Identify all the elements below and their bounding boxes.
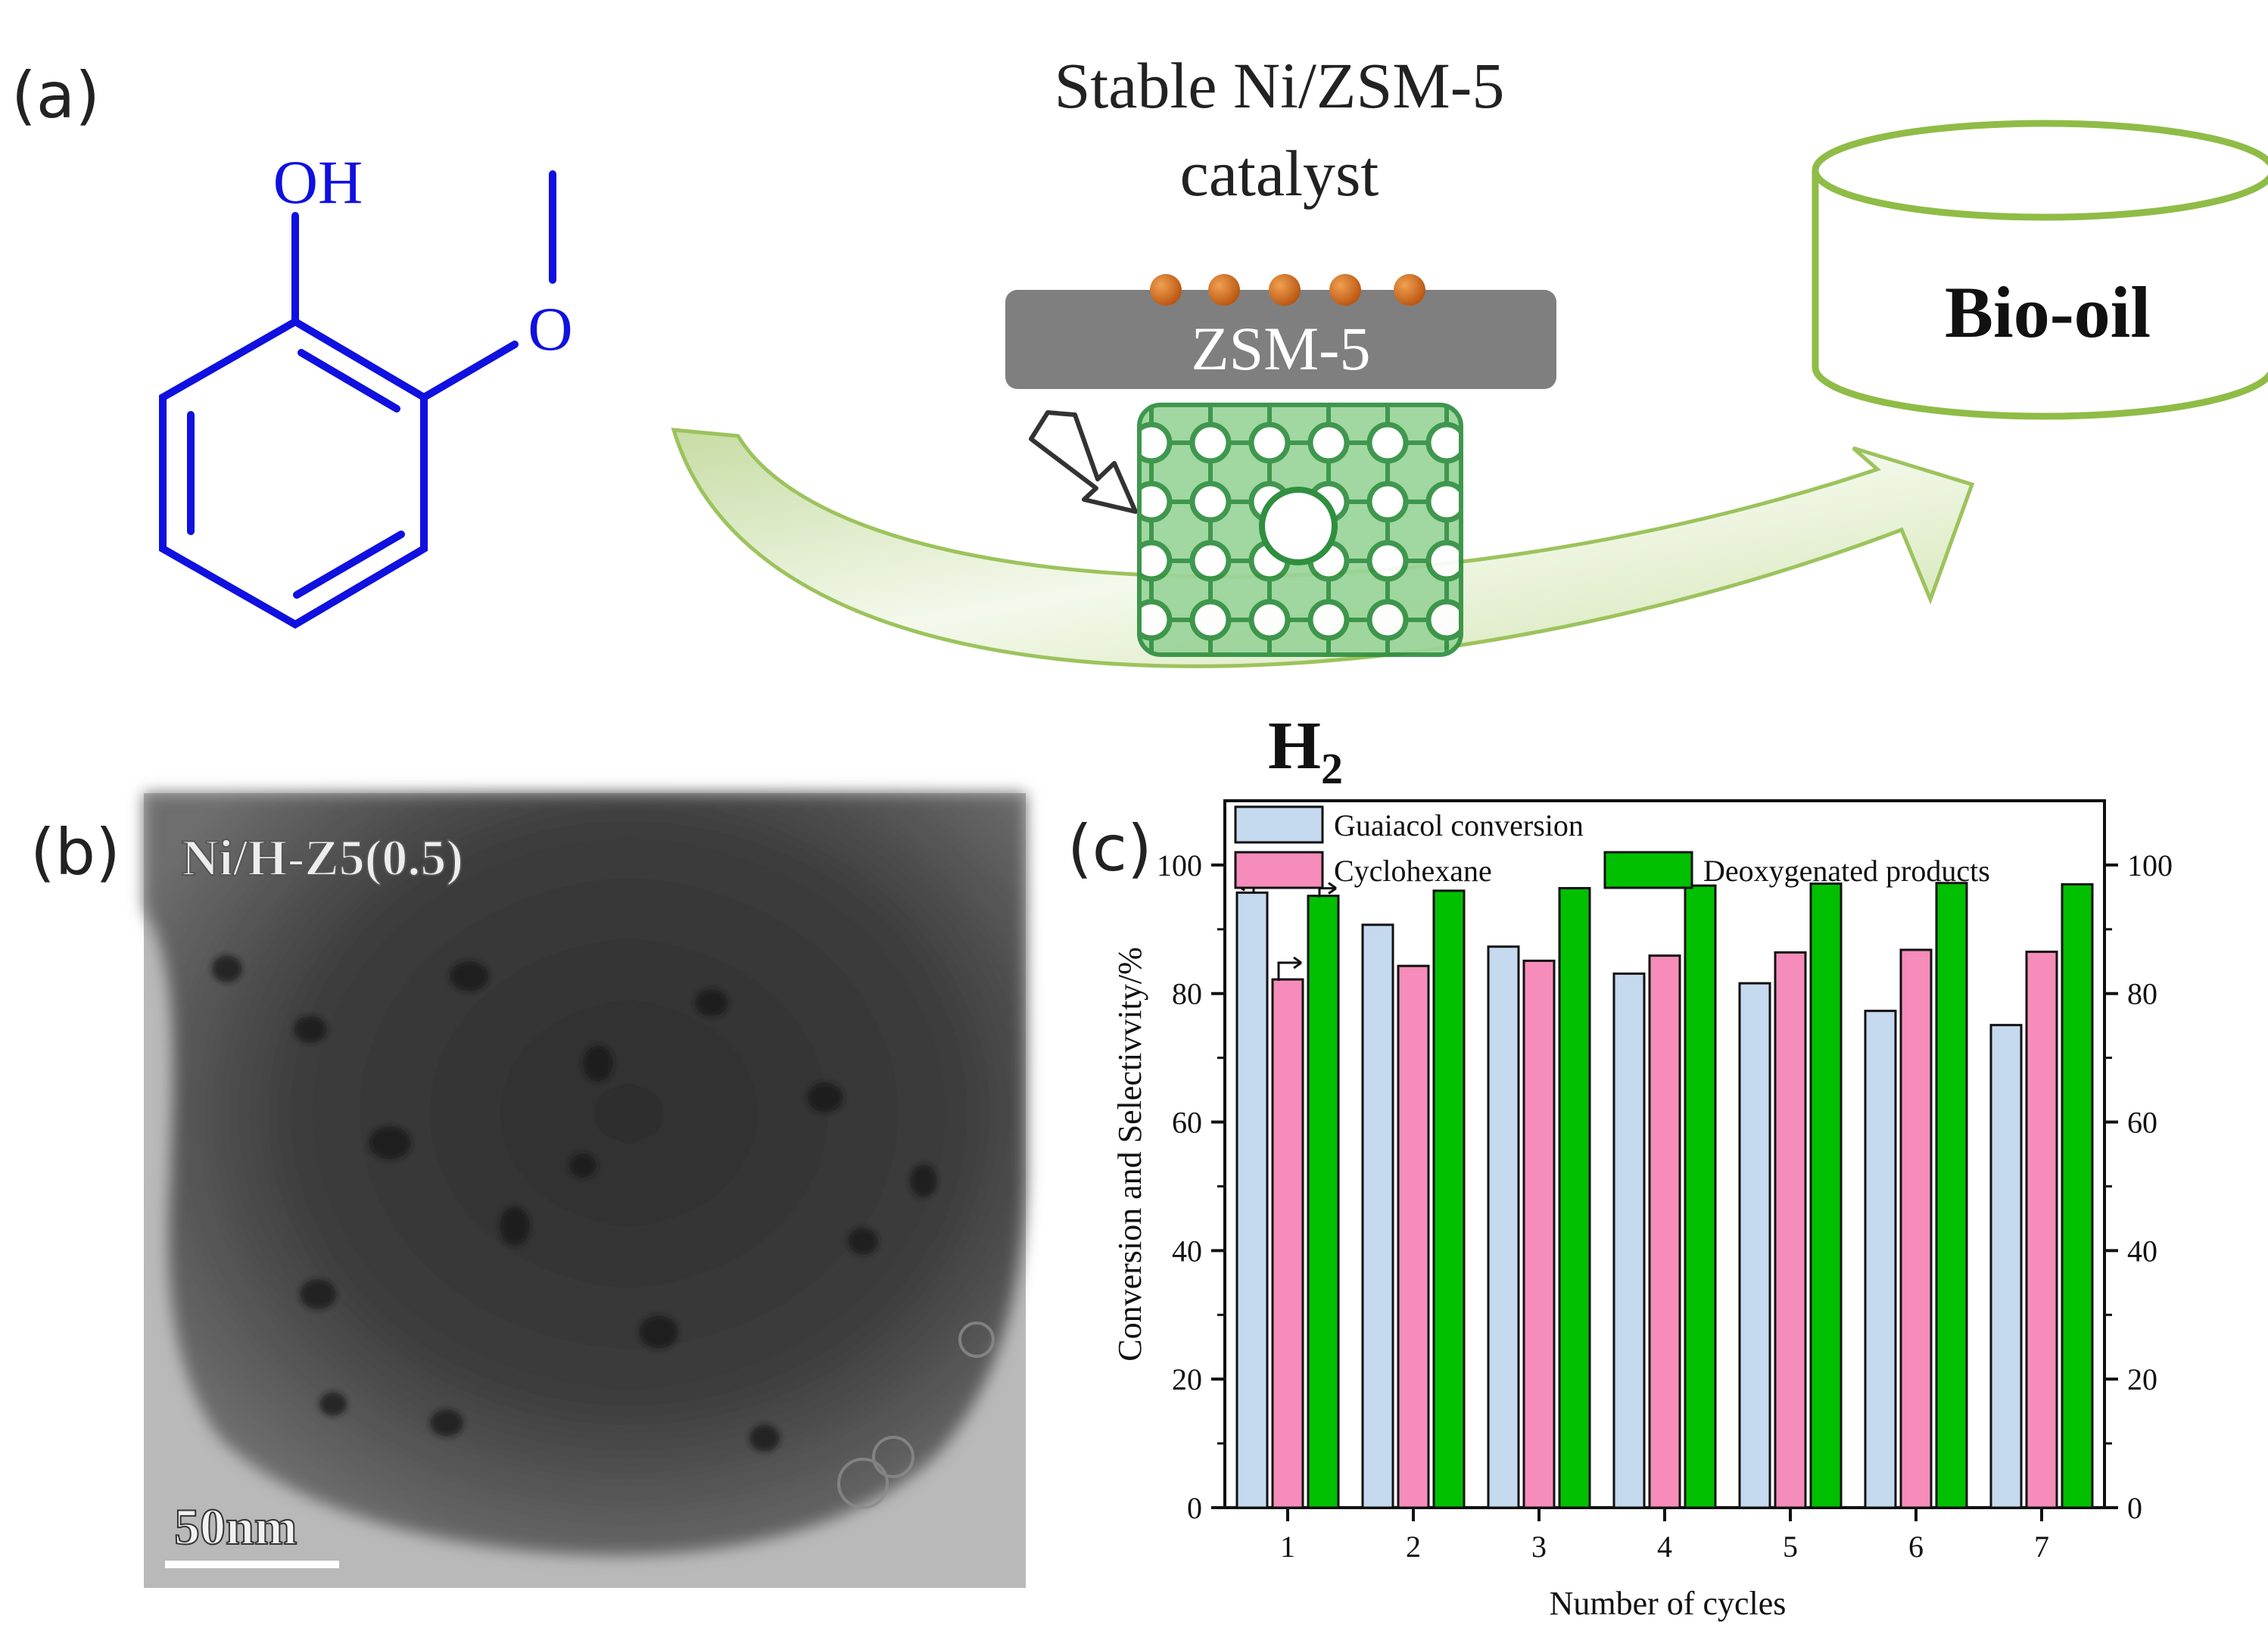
chart-y-axis-label: Conversion and Selectivvity/% — [1111, 947, 1148, 1361]
panel-label-c: (c) — [1067, 811, 1152, 886]
tem-micrograph — [144, 793, 1026, 1588]
bar-1 — [1738, 982, 1771, 1509]
nickel-particles — [1150, 274, 1425, 306]
bar-1 — [1612, 972, 1646, 1509]
legend-swatch — [1234, 851, 1324, 889]
scale-bar-label: 50nm — [174, 1498, 297, 1555]
bar-2 — [1774, 951, 1807, 1509]
y-tick-label-right: 80 — [2127, 977, 2157, 1011]
bar-2 — [1271, 978, 1304, 1509]
tem-sample-label: Ni/H-Z5(0.5) — [182, 829, 463, 886]
hydroxyl-label: OH — [273, 148, 363, 216]
x-tick-label: 1 — [1280, 1530, 1295, 1564]
bar-1 — [1235, 891, 1269, 1509]
ni-particle — [1269, 274, 1301, 306]
ni-particle — [1208, 274, 1240, 306]
ether-oxygen-label: O — [528, 294, 572, 363]
zoom-arrow-icon — [1029, 410, 1138, 514]
zsm5-support-plate — [1005, 290, 1556, 389]
bar-1 — [1864, 1010, 1897, 1509]
y-tick-label-right: 20 — [2127, 1362, 2157, 1396]
x-tick-label: 3 — [1531, 1530, 1547, 1564]
panel-label-a: (a) — [11, 58, 100, 132]
panel-label-b: (b) — [30, 815, 120, 889]
y-tick-label: 100 — [1157, 848, 1202, 882]
reaction-arrow — [671, 428, 1975, 668]
x-tick-label: 6 — [1908, 1530, 1924, 1564]
y-tick-label: 0 — [1187, 1491, 1202, 1525]
bar-3 — [2061, 882, 2094, 1509]
bar-2 — [1648, 954, 1681, 1509]
bar-3 — [1432, 889, 1466, 1509]
ni-particle — [1329, 274, 1361, 306]
bar-3 — [1307, 895, 1340, 1509]
x-tick-label: 2 — [1406, 1530, 1421, 1564]
y-tick-label-right: 0 — [2127, 1491, 2142, 1525]
bar-2 — [1397, 964, 1430, 1509]
y-tick-label-right: 60 — [2127, 1106, 2157, 1140]
y-tick-label: 60 — [1172, 1106, 1202, 1140]
legend-swatch — [1603, 851, 1693, 889]
y-tick-label: 20 — [1172, 1362, 1202, 1396]
bar-1 — [1989, 1023, 2023, 1509]
bar-3 — [1935, 882, 1968, 1509]
legend-label: Guaiacol conversion — [1334, 808, 1584, 842]
zsm5-support-label: ZSM-5 — [1192, 314, 1371, 383]
bar-2 — [2025, 951, 2058, 1509]
y-tick-label-right: 40 — [2127, 1234, 2157, 1268]
bio-oil-tank — [1812, 120, 2268, 420]
legend-label: Cyclohexane — [1334, 854, 1492, 888]
x-tick-label: 4 — [1657, 1530, 1672, 1564]
chart-x-axis-label: Number of cycles — [1550, 1585, 1787, 1622]
bio-oil-label: Bio-oil — [1945, 272, 2151, 353]
legend-label: Deoxygenated products — [1703, 854, 1990, 888]
scale-bar — [165, 1561, 339, 1568]
y-tick-label: 80 — [1172, 977, 1202, 1011]
ni-particle — [1394, 274, 1425, 306]
catalyst-title-line2: catalyst — [1180, 137, 1379, 210]
y-tick-label-right: 100 — [2127, 848, 2173, 882]
right-axis-marker-icon — [1277, 956, 1302, 982]
bar-2 — [1899, 948, 1933, 1509]
ni-particle — [1150, 274, 1182, 306]
x-tick-label: 5 — [1783, 1530, 1798, 1564]
y-tick-label: 40 — [1172, 1234, 1202, 1268]
bar-1 — [1361, 923, 1394, 1509]
bar-chart: 0 0 20 20 40 40 60 60 80 80 100 100 1 2 3 4 5 6 7 Guaiacol … — [1157, 799, 2173, 1564]
legend-swatch — [1234, 805, 1324, 844]
guaiacol-structure — [159, 170, 556, 629]
bar-3 — [1809, 882, 1843, 1509]
bar-1 — [1487, 945, 1520, 1509]
hydrogen-label: H2 — [1268, 708, 1343, 793]
x-tick-label: 7 — [2034, 1530, 2049, 1564]
bar-2 — [1522, 959, 1556, 1509]
catalyst-title-line1: Stable Ni/ZSM-5 — [1055, 49, 1505, 122]
bar-3 — [1558, 886, 1591, 1509]
bar-3 — [1684, 884, 1717, 1509]
zeolite-framework — [1137, 403, 1463, 657]
